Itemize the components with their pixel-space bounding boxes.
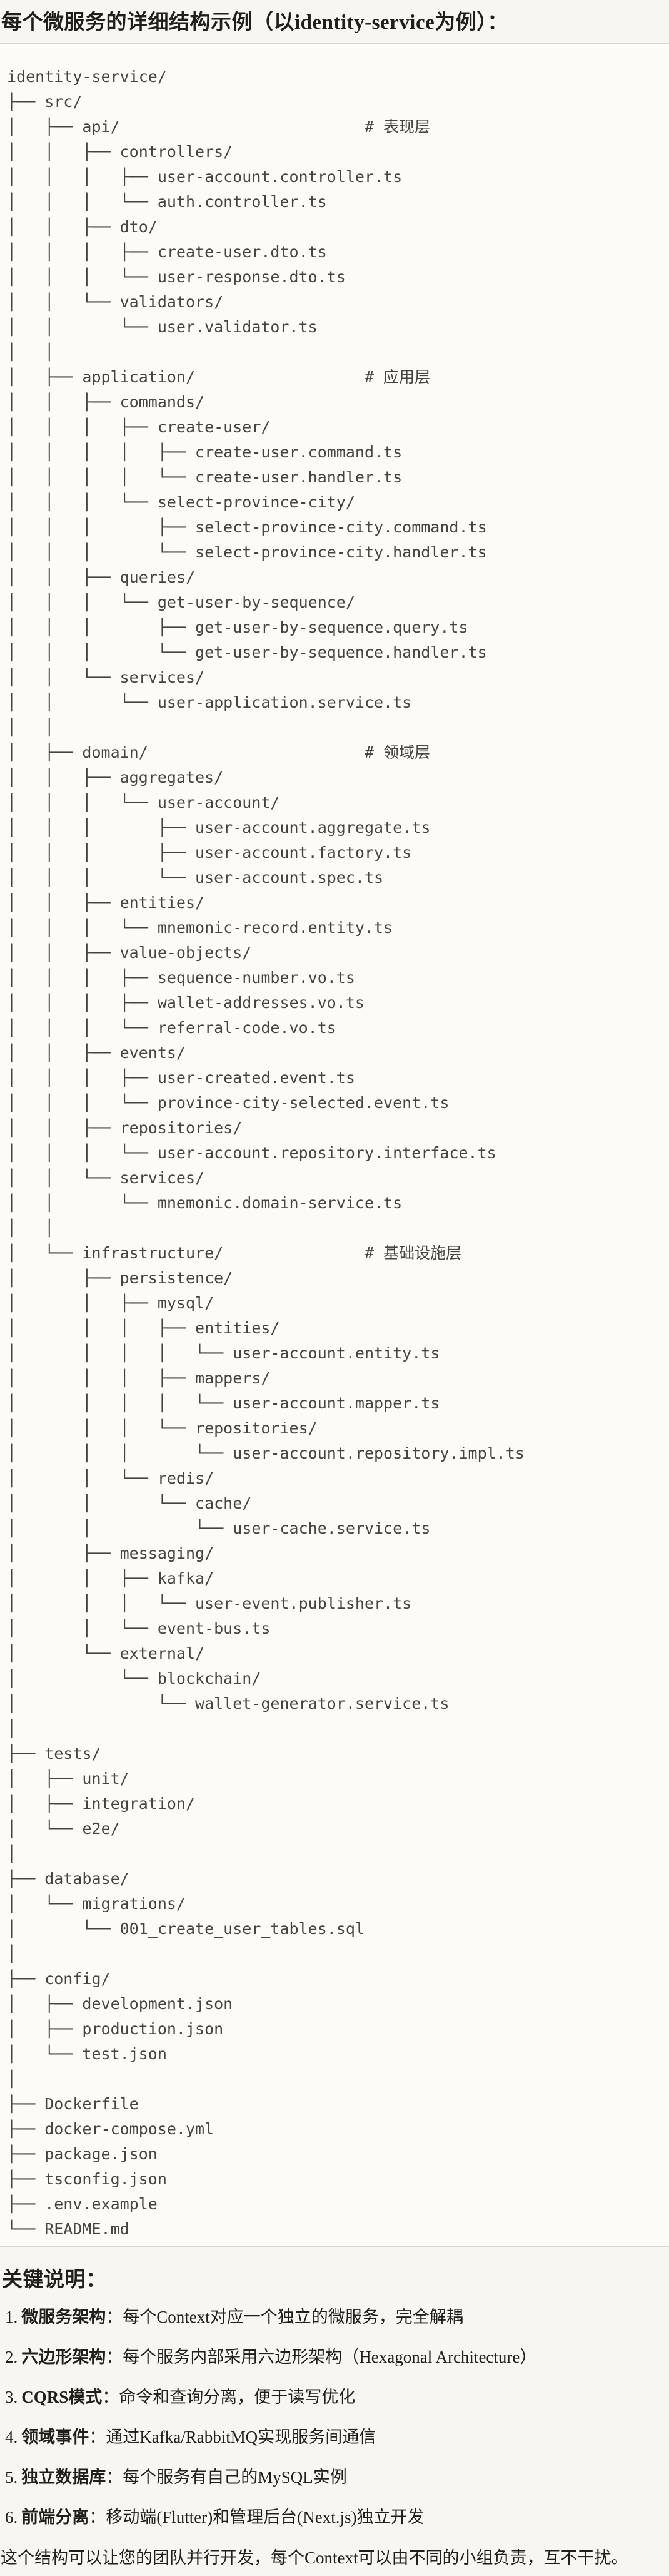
note-item-microservice: 1.微服务架构：每个Context对应一个独立的微服务，完全解耦 xyxy=(5,2309,669,2326)
note-description: 移动端(Flutter)和管理后台(Next.js)独立开发 xyxy=(106,2508,425,2527)
note-number: 4. xyxy=(5,2428,18,2446)
note-term: 领域事件 xyxy=(21,2428,89,2446)
note-colon: ： xyxy=(106,2308,123,2326)
note-term: 微服务架构 xyxy=(21,2308,106,2326)
note-item-independent-db: 5.独立数据库：每个服务有自己的MySQL实例 xyxy=(5,2469,669,2486)
note-number: 5. xyxy=(5,2468,18,2487)
note-item-frontend-separation: 6.前端分离：移动端(Flutter)和管理后台(Next.js)独立开发 xyxy=(5,2509,669,2526)
note-term: 独立数据库 xyxy=(21,2468,106,2487)
directory-tree-code-block: identity-service/ ├── src/ │ ├── api/ # … xyxy=(0,43,669,2247)
notes-heading: 关键说明： xyxy=(2,2269,107,2291)
note-description: 命令和查询分离，便于读写优化 xyxy=(119,2388,356,2406)
note-number: 6. xyxy=(5,2508,18,2527)
note-description: 每个服务有自己的MySQL实例 xyxy=(123,2468,347,2487)
page-title: 每个微服务的详细结构示例（以identity-service为例）： xyxy=(1,11,508,34)
note-term: 前端分离 xyxy=(21,2508,89,2527)
note-colon: ： xyxy=(106,2348,123,2366)
notes-list: 1.微服务架构：每个Context对应一个独立的微服务，完全解耦 2.六边形架构… xyxy=(0,2309,669,2526)
note-item-hexagonal: 2.六边形架构：每个服务内部采用六边形架构（Hexagonal Architec… xyxy=(5,2349,669,2366)
note-description: 每个服务内部采用六边形架构（Hexagonal Architecture） xyxy=(123,2348,537,2366)
note-item-domain-events: 4.领域事件：通过Kafka/RabbitMQ实现服务间通信 xyxy=(5,2429,669,2446)
note-term: CQRS模式 xyxy=(21,2388,103,2406)
note-number: 3. xyxy=(5,2388,18,2406)
note-colon: ： xyxy=(89,2508,106,2527)
note-term: 六边形架构 xyxy=(21,2348,106,2366)
note-colon: ： xyxy=(106,2468,123,2487)
note-description: 通过Kafka/RabbitMQ实现服务间通信 xyxy=(106,2428,376,2446)
note-number: 2. xyxy=(5,2348,18,2366)
note-number: 1. xyxy=(5,2308,18,2326)
note-colon: ： xyxy=(89,2428,106,2446)
note-colon: ： xyxy=(102,2388,119,2406)
notes-footer: 这个结构可以让您的团队并行开发，每个Context可以由不同的小组负责，互不干扰… xyxy=(1,2548,628,2567)
note-description: 每个Context对应一个独立的微服务，完全解耦 xyxy=(123,2308,463,2326)
note-item-cqrs: 3.CQRS模式：命令和查询分离，便于读写优化 xyxy=(5,2389,669,2406)
